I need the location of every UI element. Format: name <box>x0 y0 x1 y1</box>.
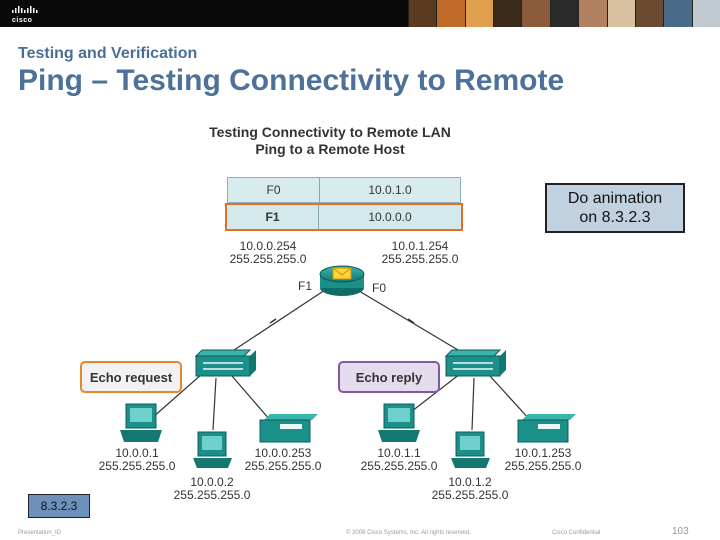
page-number: 103 <box>672 526 689 537</box>
photo-tile <box>549 0 579 27</box>
router-f0-address: 10.0.1.254 255.255.255.0 <box>380 240 460 266</box>
router-f1-ip: 10.0.0.254 <box>239 239 297 253</box>
host-mask: 255.255.255.0 <box>431 488 509 502</box>
router-f1-address: 10.0.0.254 255.255.255.0 <box>228 240 308 266</box>
photo-tile <box>408 0 437 27</box>
section-tag: 8.3.2.3 <box>28 494 90 518</box>
diagram-title: Testing Connectivity to Remote LAN Ping … <box>160 124 500 158</box>
host-label: 10.0.0.253 255.255.255.0 <box>243 447 323 473</box>
echo-request-label: Echo request <box>80 361 182 393</box>
diagram-title-line1: Testing Connectivity to Remote LAN <box>209 124 451 140</box>
switch-left-icon <box>194 349 256 377</box>
photo-tile <box>634 0 664 27</box>
footer-presentation-id: Presentation_ID <box>18 530 62 536</box>
host-mask: 255.255.255.0 <box>98 459 176 473</box>
host-ip: 10.0.1.253 <box>514 446 572 460</box>
host-mask: 255.255.255.0 <box>360 459 438 473</box>
link-right-switch-host3 <box>489 375 531 421</box>
router-icon <box>319 265 365 296</box>
host-label: 10.0.1.253 255.255.255.0 <box>503 447 583 473</box>
host-ip: 10.0.1.2 <box>448 475 492 489</box>
router-f0-mask: 255.255.255.0 <box>381 252 459 266</box>
switch-right-icon <box>444 349 506 377</box>
animation-note-line2: on 8.3.2.3 <box>579 209 651 226</box>
slide-subtitle: Testing and Verification <box>18 45 198 62</box>
link-left-switch-host2 <box>212 377 217 431</box>
photo-tile <box>521 0 550 27</box>
router-f1-label: F1 <box>298 279 313 293</box>
routing-table-row-highlighted: F1 10.0.0.0 <box>225 203 463 231</box>
pc-host-10.0.1.1-icon <box>378 403 420 442</box>
host-ip: 10.0.0.2 <box>190 475 234 489</box>
routing-table-row: F0 10.0.1.0 <box>227 177 461 203</box>
pc-host-10.0.1.2-icon <box>451 431 490 468</box>
host-ip: 10.0.1.1 <box>377 446 421 460</box>
cisco-wordmark: cisco <box>12 17 32 24</box>
photo-tile <box>493 0 522 27</box>
host-mask: 255.255.255.0 <box>173 488 251 502</box>
printer-host-10.0.1.253-icon <box>517 414 576 443</box>
photo-tile <box>606 0 635 27</box>
host-ip: 10.0.0.1 <box>115 446 159 460</box>
router-f0-ip: 10.0.1.254 <box>391 239 449 253</box>
link-left-switch-host3 <box>231 375 271 421</box>
host-label: 10.0.0.2 255.255.255.0 <box>172 476 252 502</box>
photo-tile <box>663 0 692 27</box>
link-right-switch-host2 <box>471 377 475 431</box>
cisco-logo: cisco <box>12 6 38 24</box>
routing-interface: F1 <box>227 205 319 229</box>
footer-confidential: Cisco Confidential <box>552 530 601 536</box>
routing-network: 10.0.0.0 <box>368 210 412 224</box>
host-label: 10.0.1.1 255.255.255.0 <box>359 447 439 473</box>
link-left-switch-host1 <box>151 373 203 419</box>
host-label: 10.0.1.2 255.255.255.0 <box>430 476 510 502</box>
echo-reply-label: Echo reply <box>338 361 440 393</box>
photo-strip <box>408 0 720 27</box>
animation-note: Do animation on 8.3.2.3 <box>545 183 685 233</box>
router-f1-mask: 255.255.255.0 <box>229 252 307 266</box>
animation-note-line1: Do animation <box>567 190 663 207</box>
photo-tile <box>578 0 607 27</box>
host-ip: 10.0.0.253 <box>254 446 312 460</box>
diagram-title-line2: Ping to a Remote Host <box>255 141 405 157</box>
routing-interface: F0 <box>228 178 320 202</box>
host-mask: 255.255.255.0 <box>504 459 582 473</box>
router-f0-label: F0 <box>372 281 387 295</box>
photo-tile <box>436 0 465 27</box>
pc-host-10.0.0.1-icon <box>120 403 162 442</box>
host-mask: 255.255.255.0 <box>244 459 322 473</box>
routing-network: 10.0.1.0 <box>368 183 412 197</box>
pc-host-10.0.0.2-icon <box>193 431 232 468</box>
slide-title: Ping – Testing Connectivity to Remote <box>18 64 565 97</box>
photo-tile <box>464 0 494 27</box>
footer-copyright: © 2008 Cisco Systems, Inc. All rights re… <box>346 530 471 536</box>
photo-tile <box>691 0 720 27</box>
link-router-right-switch <box>353 287 469 357</box>
link-router-left-switch <box>224 287 329 357</box>
host-label: 10.0.0.1 255.255.255.0 <box>97 447 177 473</box>
printer-host-10.0.0.253-icon <box>259 414 318 443</box>
